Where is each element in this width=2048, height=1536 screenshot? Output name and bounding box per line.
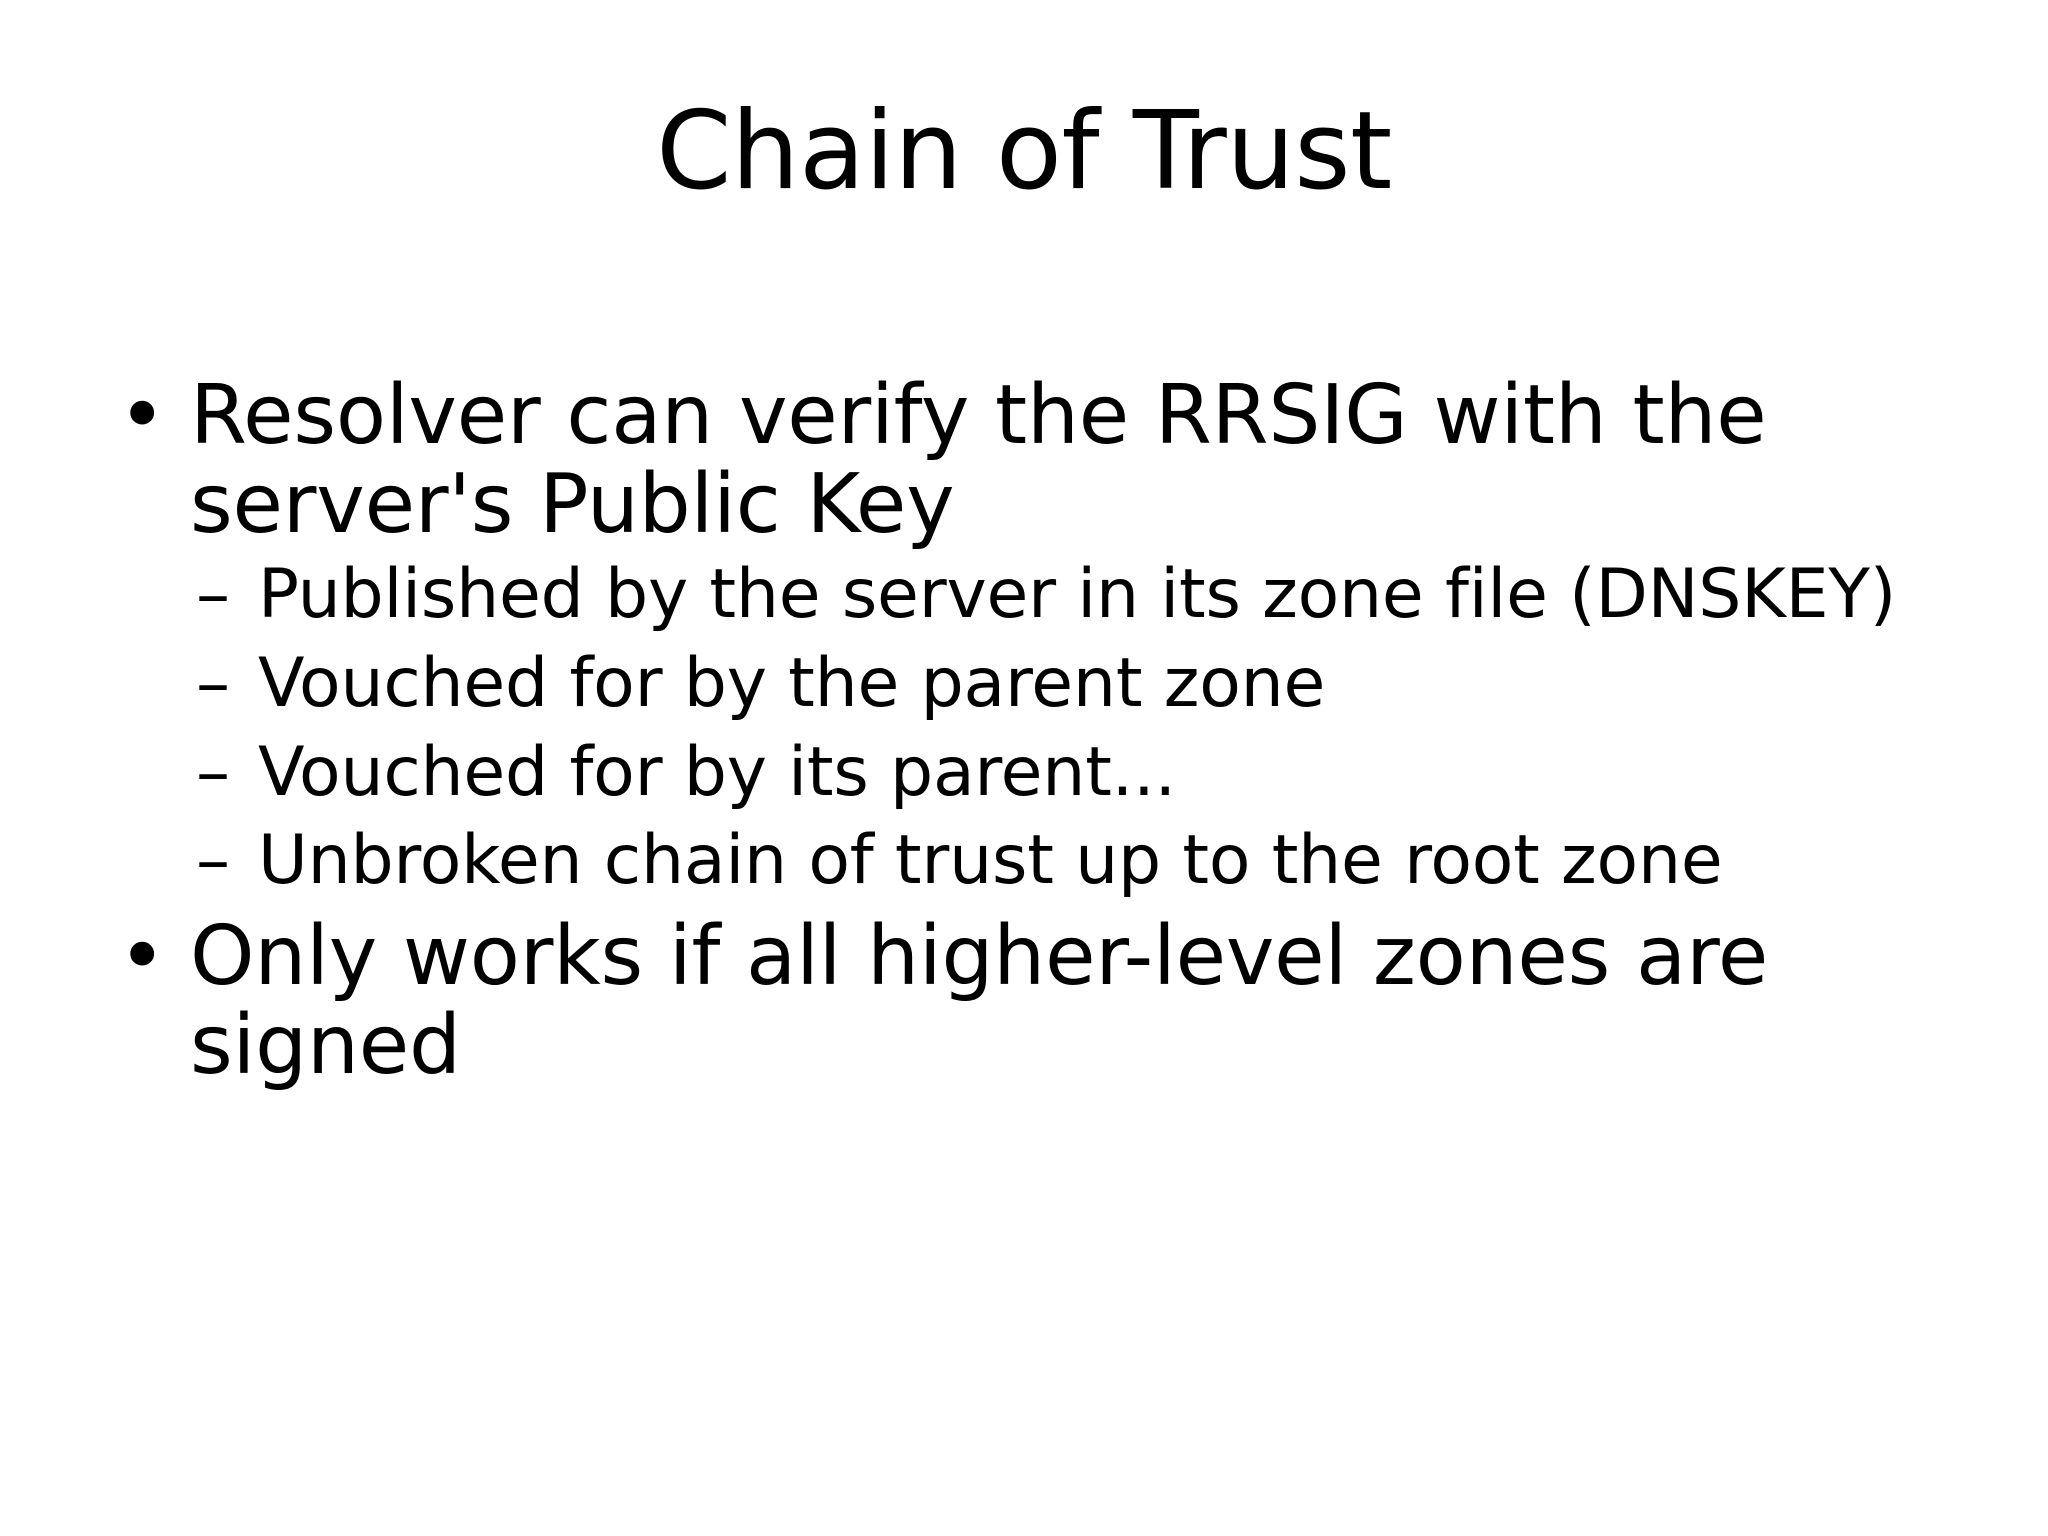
bullet-item-level1: • Only works if all higher-level zones a… <box>108 909 1910 1094</box>
bullet-dot-icon: • <box>118 909 167 1005</box>
bullet-item-level2: – Vouched for by the parent zone <box>108 643 1988 723</box>
bullet-text: Only works if all higher-level zones are… <box>190 909 1769 1094</box>
bullet-text: Vouched for by its parent... <box>258 732 1176 812</box>
sub-bullet-list: – Published by the server in its zone fi… <box>108 554 1988 899</box>
bullet-list: • Resolver can verify the RRSIG with the… <box>108 368 1988 1094</box>
bullet-item-level1: • Resolver can verify the RRSIG with the… <box>108 368 1910 552</box>
slide-body: • Resolver can verify the RRSIG with the… <box>108 368 1988 1094</box>
bullet-dash-icon: – <box>196 554 230 634</box>
bullet-dot-icon: • <box>118 368 167 463</box>
bullet-text: Resolver can verify the RRSIG with the s… <box>190 368 1767 552</box>
bullet-dash-icon: – <box>196 732 230 812</box>
bullet-item-level2: – Unbroken chain of trust up to the root… <box>108 824 1988 899</box>
bullet-text: Vouched for by the parent zone <box>258 643 1326 723</box>
bullet-dash-icon: – <box>196 643 230 723</box>
bullet-item-level2: – Published by the server in its zone fi… <box>108 554 1988 634</box>
bullet-item-level2: – Vouched for by its parent... <box>108 732 1988 812</box>
bullet-text: Published by the server in its zone file… <box>258 554 1897 634</box>
bullet-dash-icon: – <box>196 821 230 901</box>
page-title: Chain of Trust <box>656 89 1392 214</box>
bullet-text: Unbroken chain of trust up to the root z… <box>258 821 1723 901</box>
